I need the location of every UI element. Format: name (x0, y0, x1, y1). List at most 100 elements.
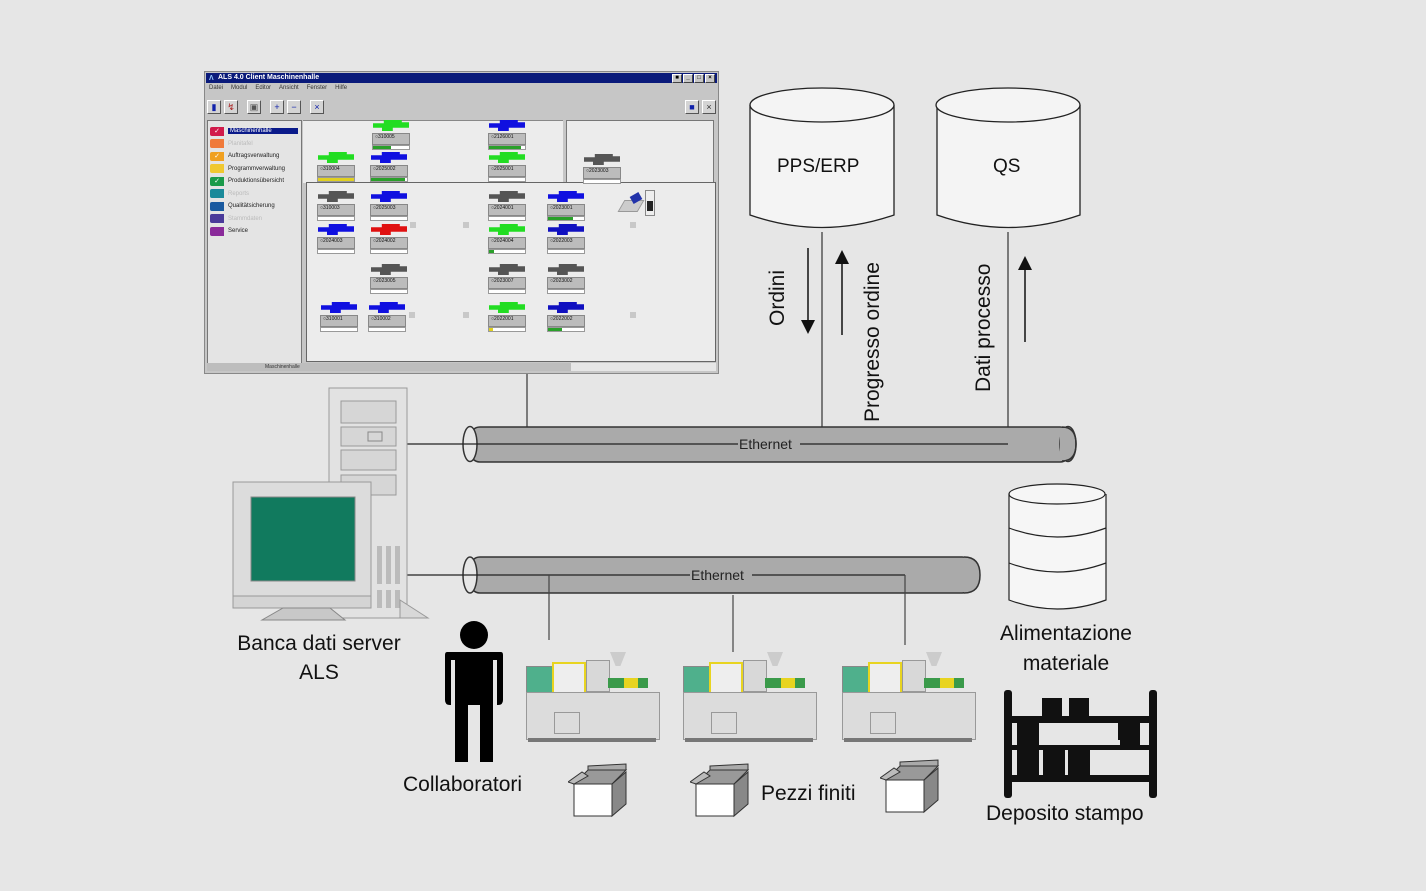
sidebar-item-qualitätsicherung[interactable]: Qualitätsicherung (208, 200, 301, 213)
als-window-title: ALS 4.0 Client Maschinenhalle (218, 74, 320, 81)
machine-tile[interactable]: ○2024001 (488, 191, 526, 221)
machine-id-label: ○310003 (317, 204, 355, 216)
machine-id-label: ○2023003 (583, 167, 621, 179)
machine-tile[interactable]: ○310002 (368, 302, 406, 332)
machine-id-label: ○2023001 (547, 204, 585, 216)
machine-progress-bar (370, 177, 408, 182)
material-supply-silo-icon (1008, 483, 1107, 610)
machine-status-icon (369, 302, 405, 313)
machine-id-label: ○310004 (317, 165, 355, 177)
empty-slot-marker (410, 222, 416, 228)
als-client-window: Λ ALS 4.0 Client Maschinenhalle ■ _ □ × … (204, 71, 719, 374)
machine-status-icon (489, 191, 525, 202)
mold-storage-label: Deposito stampo (986, 802, 1144, 825)
sidebar-item-produktionsübersicht[interactable]: ✓Produktionsübersicht (208, 175, 301, 188)
als-app-icon: Λ (209, 75, 214, 82)
sidebar-item-stammdaten[interactable]: Stammdaten (208, 213, 301, 226)
machine-tile[interactable]: ○2023003 (583, 154, 621, 184)
lock-icon[interactable]: ▣ (247, 100, 261, 114)
menu-modul[interactable]: Modul (231, 85, 248, 91)
machine-tile[interactable]: ○2023001 (547, 191, 585, 221)
menu-ansicht[interactable]: Ansicht (279, 85, 299, 91)
sidebar-item-label: Stammdaten (228, 215, 263, 222)
orders-arrow-down-icon (801, 248, 815, 334)
machine-status-icon (489, 224, 525, 235)
machine-id-label: ○2025002 (370, 165, 408, 177)
machine-status-icon (548, 264, 584, 275)
machine-tile[interactable]: ○310003 (317, 191, 355, 221)
sidebar-item-maschinenhalle[interactable]: ✓Maschinenhalle (208, 125, 301, 138)
machine-progress-bar (317, 249, 355, 254)
machine-tile[interactable]: ○2023002 (547, 264, 585, 294)
menu-hilfe[interactable]: Hilfe (335, 85, 348, 91)
connect-icon[interactable]: ↯ (224, 100, 238, 114)
close-x-icon[interactable]: × (310, 100, 324, 114)
machine-id-label: ○2126001 (488, 133, 526, 145)
machine-tile[interactable]: ○2024002 (370, 224, 408, 254)
machine-tile[interactable]: ○310001 (320, 302, 358, 332)
ethernet-upper-label: Ethernet (738, 436, 793, 452)
machine-status-icon (548, 191, 584, 202)
injection-moulding-machine-icon (683, 652, 817, 744)
order-progress-flow-label: Progresso ordine (861, 262, 884, 422)
module-color-swatch (210, 201, 224, 211)
sidebar-item-reports[interactable]: Reports (208, 188, 301, 201)
machine-tile[interactable]: ○310005 (372, 120, 410, 150)
machine-tile[interactable]: ○2025002 (370, 152, 408, 182)
empty-slot-marker (463, 222, 469, 228)
menu-editor[interactable]: Editor (255, 85, 272, 91)
machine-tile[interactable]: ○310004 (317, 152, 355, 182)
als-toolbar: ▮ ↯ ▣ + − × ■ × (207, 99, 716, 115)
machine-tile[interactable]: ○2025001 (488, 152, 526, 182)
finished-parts-box-icon (688, 762, 756, 818)
minimize-button[interactable]: _ (683, 74, 693, 83)
machine-status-icon (489, 120, 525, 131)
machine-id-label: ○2024004 (488, 237, 526, 249)
server-computer-icon (232, 387, 430, 621)
sidebar-item-label: Service (228, 228, 249, 235)
minus-icon[interactable]: − (287, 100, 301, 114)
machine-status-icon (371, 224, 407, 235)
refresh-icon[interactable]: ■ (685, 100, 699, 114)
machine-hall-right-pane (566, 120, 714, 184)
als-status-bar: Maschinenhalle (207, 363, 716, 371)
module-color-swatch (210, 164, 224, 174)
als-title-bar: Λ ALS 4.0 Client Maschinenhalle ■ _ □ × (206, 73, 717, 83)
collaborator-person-icon (445, 621, 503, 762)
machine-tile[interactable]: ○2022002 (547, 302, 585, 332)
close-button[interactable]: × (705, 74, 715, 83)
plus-icon[interactable]: + (270, 100, 284, 114)
menu-fenster[interactable]: Fenster (306, 85, 328, 91)
sidebar-item-auftragsverwaltung[interactable]: ✓Auftragsverwaltung (208, 150, 301, 163)
machine-id-label: ○2025001 (488, 165, 526, 177)
machine-tile[interactable]: ○2126001 (488, 120, 526, 150)
machine-status-icon (371, 191, 407, 202)
restore-icon[interactable]: ■ (672, 74, 682, 83)
machine-tile[interactable]: ○2023007 (488, 264, 526, 294)
machine-progress-bar (317, 216, 355, 221)
machine-progress-bar (370, 216, 408, 221)
machine-tile[interactable]: ○2024003 (317, 224, 355, 254)
sidebar-item-planitafel[interactable]: Planitafel (208, 138, 301, 151)
module-color-swatch (210, 189, 224, 199)
sidebar-item-service[interactable]: Service (208, 225, 301, 238)
info-icon[interactable]: ▮ (207, 100, 221, 114)
machine-status-icon (548, 302, 584, 313)
orders-flow-label: Ordini (766, 269, 789, 326)
machine-status-icon (489, 152, 525, 163)
machine-tile[interactable]: ○2022001 (488, 302, 526, 332)
machine-status-icon (373, 120, 409, 131)
maximize-button[interactable]: □ (694, 74, 704, 83)
machine-tile[interactable]: ○2023005 (370, 264, 408, 294)
sidebar-item-programmverwaltung[interactable]: Programmverwaltung (208, 163, 301, 176)
injection-moulding-machine-icon (842, 652, 976, 744)
machine-tile[interactable]: ○2025003 (370, 191, 408, 221)
machine-progress-bar (320, 327, 358, 332)
machine-tile[interactable]: ○2024004 (488, 224, 526, 254)
machine-progress-bar (547, 249, 585, 254)
ethernet-lower-label: Ethernet (690, 567, 745, 583)
machine-tile[interactable]: ○2022003 (547, 224, 585, 254)
machine-id-label: ○2025003 (370, 204, 408, 216)
menu-datei[interactable]: Datei (209, 85, 224, 91)
exit-icon[interactable]: × (702, 100, 716, 114)
